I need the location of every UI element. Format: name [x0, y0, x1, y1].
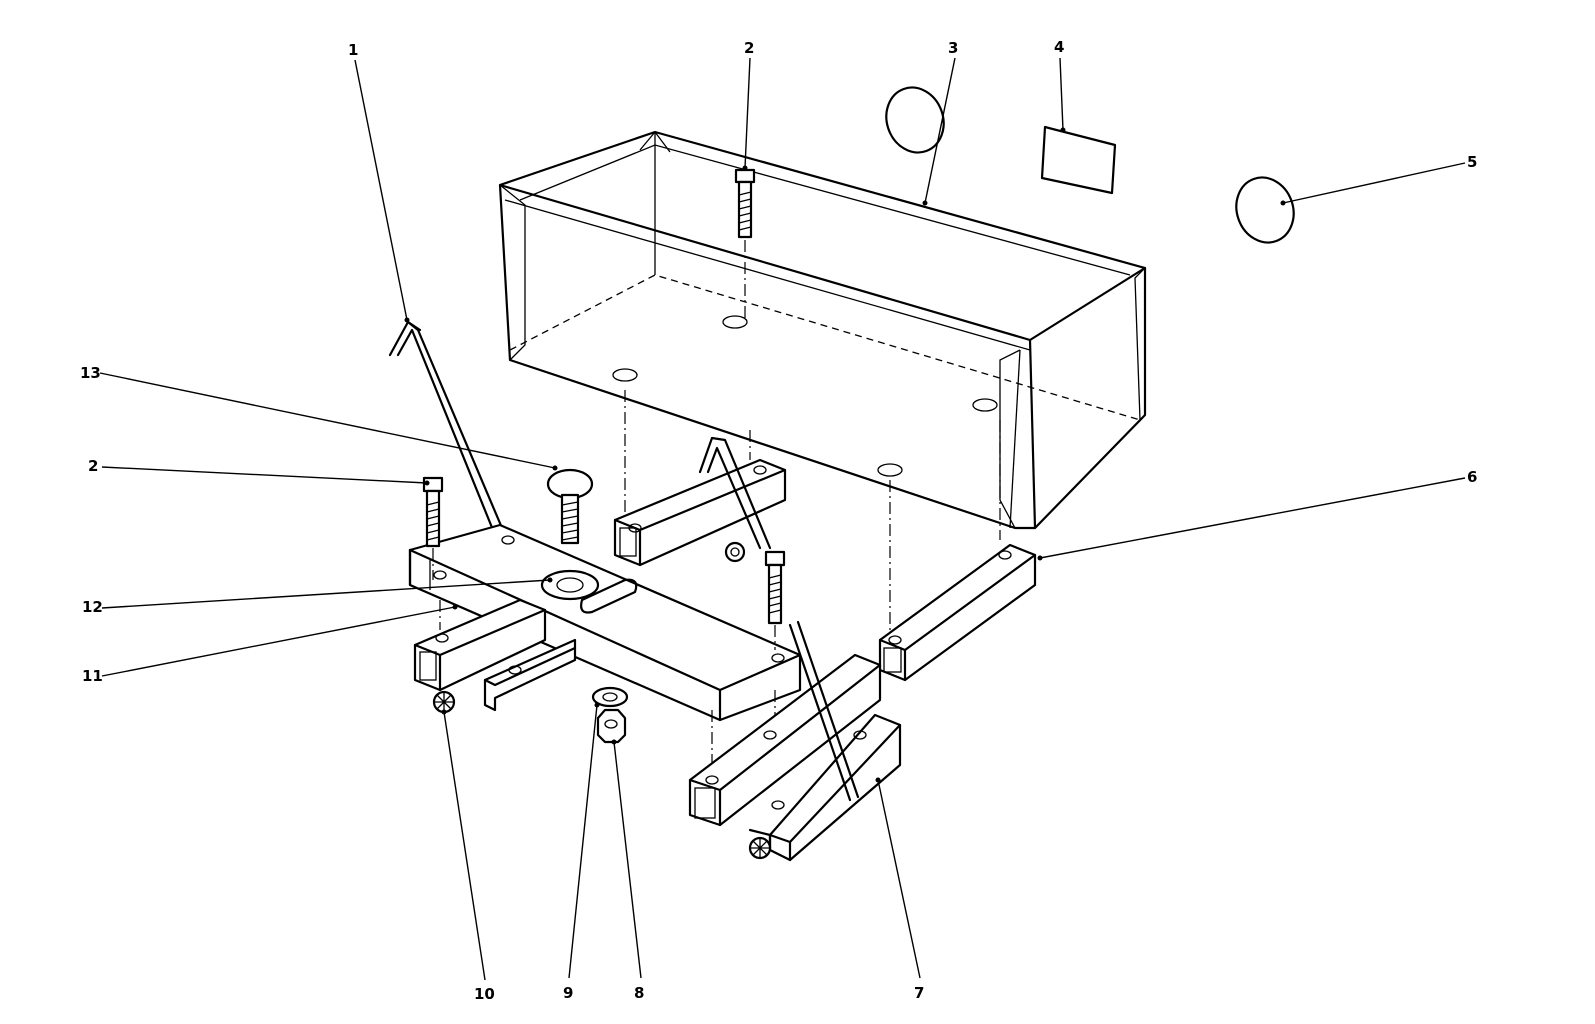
callout-11: 11: [82, 667, 103, 685]
angle-bracket-left-part: [483, 638, 577, 712]
lock-nut-left-part: [432, 690, 456, 714]
callout-5: 5: [1467, 153, 1477, 171]
callout-13: 13: [80, 364, 101, 382]
callout-3: 3: [948, 39, 958, 57]
channel-plate-part: [408, 523, 802, 722]
callout-9: 9: [563, 984, 573, 1002]
callout-7: 7: [914, 984, 924, 1002]
reflector-right-part: [1235, 176, 1295, 244]
callout-12: 12: [82, 598, 103, 616]
square-tube-right-part: [878, 543, 1037, 682]
callout-2-left: 2: [88, 457, 98, 475]
bolt-right-part: [764, 550, 786, 650]
callout-8: 8: [634, 984, 644, 1002]
callout-1: 1: [348, 41, 358, 59]
reflector-left-part: [885, 86, 945, 154]
callout-4: 4: [1054, 38, 1064, 56]
carriage-bolt-part: [546, 468, 594, 545]
callout-2-top: 2: [744, 39, 754, 57]
bolt-top-part: [734, 168, 756, 320]
callout-10: 10: [474, 985, 495, 1003]
leader-lines: [99, 57, 1466, 981]
washer-part: [591, 686, 629, 708]
box-part: [498, 130, 1147, 530]
square-tube-back-part: [613, 458, 787, 567]
decal-part: [1040, 125, 1117, 195]
lock-nut-front-part: [748, 836, 772, 860]
rod-part: [788, 620, 860, 802]
callout-6: 6: [1467, 468, 1477, 486]
nut-back-part: [724, 541, 746, 563]
large-washer-part: [540, 569, 600, 601]
callout-labels: 1 2 3 4 5 6 7 8 9 10 11 12 13 2: [80, 38, 1477, 1003]
square-tube-left-part: [413, 598, 547, 692]
handle-middle-part: [698, 436, 772, 550]
hex-nut-part: [596, 708, 627, 744]
handle-part: [388, 320, 507, 537]
